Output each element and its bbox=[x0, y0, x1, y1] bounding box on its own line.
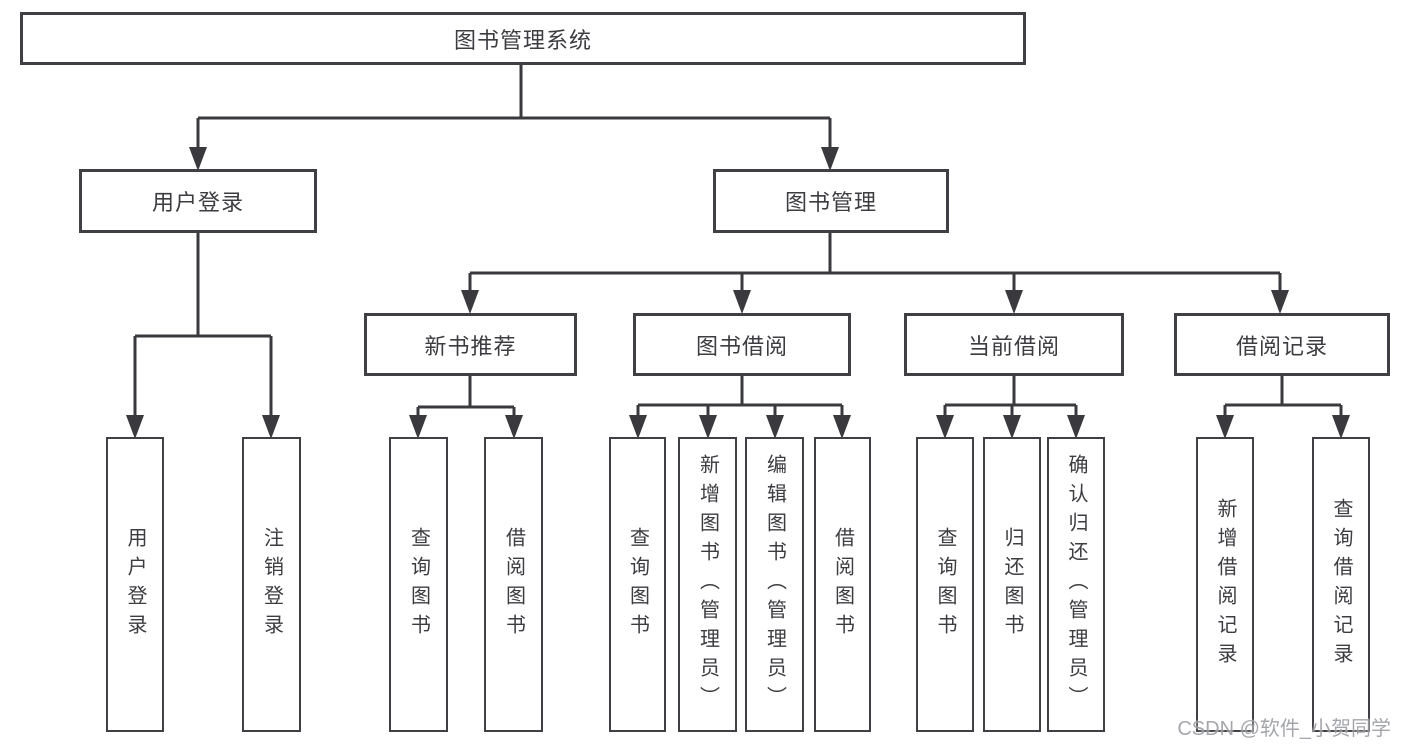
node-book-borrowing: 图书借阅 bbox=[633, 313, 851, 376]
node-new-book-recommend: 新书推荐 bbox=[364, 313, 577, 376]
leaf-edit-book-admin: 编辑图书（管理员） bbox=[745, 437, 804, 732]
node-label: 注销登录 bbox=[260, 526, 283, 643]
leaf-borrow-books-recommend: 借阅图书 bbox=[484, 437, 543, 732]
leaf-borrow-books-borrowing: 借阅图书 bbox=[814, 437, 871, 732]
node-book-management: 图书管理 bbox=[713, 169, 949, 233]
node-label: 新书推荐 bbox=[424, 333, 517, 359]
node-label: 查询图书 bbox=[407, 526, 430, 643]
node-label: 借阅图书 bbox=[831, 526, 854, 643]
node-user-login: 用户登录 bbox=[79, 169, 317, 233]
node-label: 查询图书 bbox=[626, 526, 649, 643]
node-label: 查询图书 bbox=[934, 526, 956, 643]
node-label: 图书借阅 bbox=[695, 333, 788, 359]
node-label: 确认归还（管理员） bbox=[1065, 454, 1087, 715]
node-library-system: 图书管理系统 bbox=[20, 12, 1026, 65]
node-label: 用户登录 bbox=[151, 190, 244, 215]
node-label: 编辑图书（管理员） bbox=[763, 454, 786, 715]
node-label: 归还图书 bbox=[1001, 526, 1023, 643]
leaf-query-books-recommend: 查询图书 bbox=[389, 437, 448, 732]
leaf-add-borrow-record: 新增借阅记录 bbox=[1196, 437, 1254, 732]
node-label: 用户登录 bbox=[124, 526, 146, 643]
leaf-confirm-return-admin: 确认归还（管理员） bbox=[1047, 437, 1105, 732]
node-label: 图书管理系统 bbox=[453, 27, 592, 53]
leaf-logout: 注销登录 bbox=[242, 437, 301, 732]
node-label: 图书管理 bbox=[784, 190, 877, 215]
node-label: 新增图书（管理员） bbox=[696, 454, 719, 715]
node-label: 借阅记录 bbox=[1235, 333, 1328, 359]
node-label: 当前借阅 bbox=[967, 333, 1060, 359]
leaf-query-borrow-record: 查询借阅记录 bbox=[1312, 437, 1370, 732]
leaf-query-books-current: 查询图书 bbox=[916, 437, 974, 732]
node-borrow-records: 借阅记录 bbox=[1174, 313, 1390, 376]
leaf-user-login: 用户登录 bbox=[106, 437, 164, 732]
csdn-watermark: CSDN @软件_小贺同学 bbox=[1177, 718, 1391, 740]
leaf-add-book-admin: 新增图书（管理员） bbox=[678, 437, 737, 732]
node-current-borrowing: 当前借阅 bbox=[904, 313, 1124, 376]
leaf-return-books: 归还图书 bbox=[983, 437, 1041, 732]
node-label: 借阅图书 bbox=[502, 526, 525, 643]
leaf-query-books-borrowing: 查询图书 bbox=[609, 437, 666, 732]
node-label: 查询借阅记录 bbox=[1330, 497, 1352, 672]
node-label: 新增借阅记录 bbox=[1214, 497, 1236, 672]
